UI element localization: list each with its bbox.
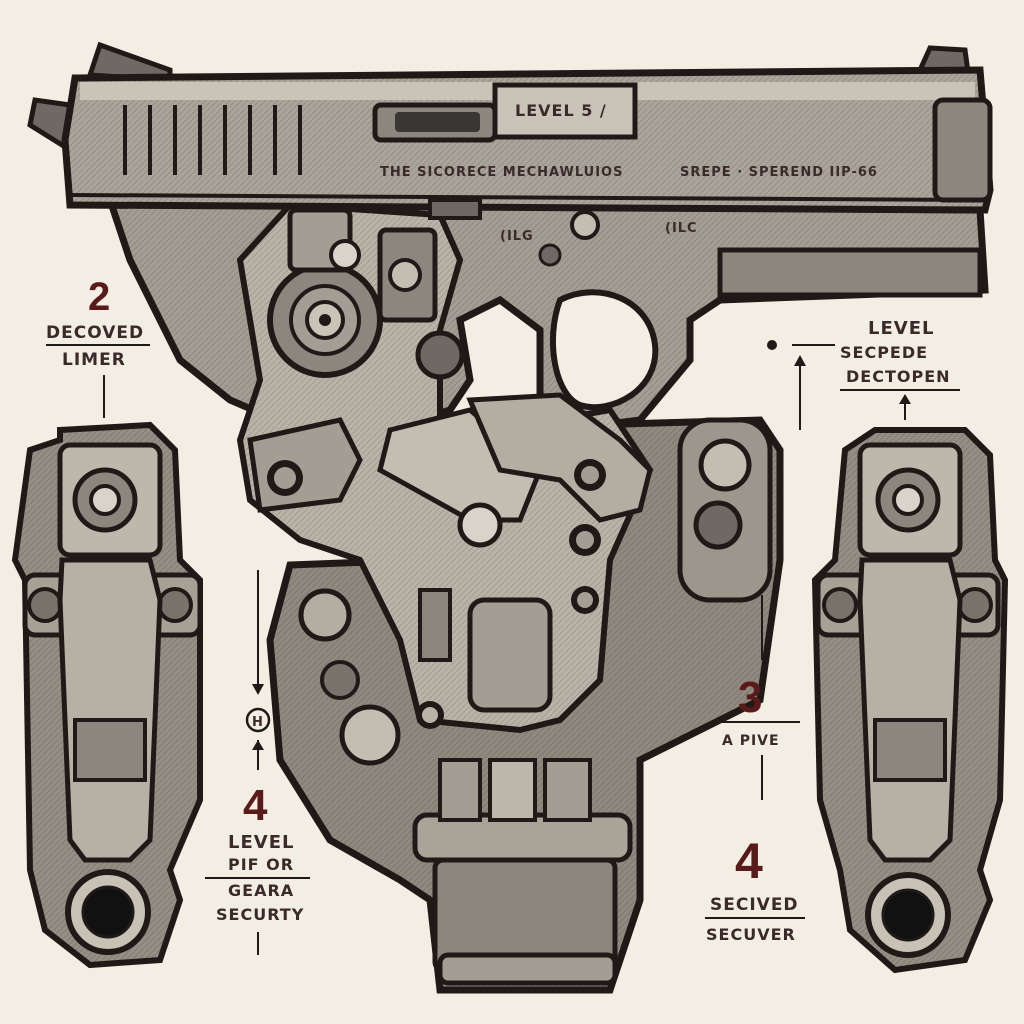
holster-screw-mid-icon <box>693 500 743 550</box>
callout-tr-line3: DECTOPEN <box>846 367 951 386</box>
spring-tube <box>467 597 553 713</box>
callout-4-left: 4 LEVEL PIF OR GEARA SECURTY <box>205 781 310 955</box>
callout-4-left-line4: SECURTY <box>216 905 304 924</box>
callout-tr-line1: LEVEL <box>868 318 934 339</box>
callout-3: 3 A PIVE <box>718 595 800 800</box>
holster-screw-low-icon <box>339 704 401 766</box>
callout-2-line2: LIMER <box>62 350 126 370</box>
slide-engraving-right: SREPE · SPEREND IIP-66 <box>680 165 878 180</box>
callout-2: 2 DECOVED LIMER <box>46 275 150 418</box>
pistol-slide: LEVEL 5 / THE SICORECE MECHAWLUIOS SREPE… <box>27 41 994 220</box>
callout-2-number: 2 <box>88 275 110 319</box>
pivot-pin-icon <box>415 330 465 380</box>
trigger-guard-opening <box>549 289 659 411</box>
slide-serrations <box>123 105 302 175</box>
callout-4-left-line1: LEVEL <box>228 832 294 853</box>
callout-4-right: 4 SECIVED SECUVER <box>705 833 805 944</box>
callout-level-top-right: LEVEL SECPEDE DECTOPEN <box>767 318 960 430</box>
frame-mark-a: (ILG <box>500 229 534 244</box>
level-badge-plate <box>492 82 638 140</box>
callout-tr-line2: SECPEDE <box>840 343 928 362</box>
holster-screw-top-icon <box>698 438 752 492</box>
callout-4-left-number: 4 <box>243 781 268 830</box>
callout-4-right-line2: SECUVER <box>706 925 796 944</box>
frame-pin-icon <box>570 210 600 240</box>
callout-2-line1: DECOVED <box>46 323 144 343</box>
callout-4-right-line1: SECIVED <box>710 895 799 915</box>
h-marker-glyph: H <box>252 715 264 730</box>
slide-engraving-left: THE SICORECE MECHAWLUIOS <box>380 165 623 180</box>
callout-3-line1: A PIVE <box>722 733 780 749</box>
callout-4-left-line3: GEARA <box>228 881 294 900</box>
internal-mechanism <box>236 201 654 734</box>
frame-mark-b: (ILC <box>665 221 698 236</box>
callout-4-right-number: 4 <box>735 833 763 889</box>
callout-3-number: 3 <box>738 673 762 722</box>
h-marker-icon <box>245 707 271 733</box>
left-holster-clip <box>11 421 203 969</box>
callout-4-left-line2: PIF OR <box>228 855 294 874</box>
level-badge: LEVEL 5 / <box>515 101 607 120</box>
callout-h-marker: H <box>245 570 271 770</box>
right-holster-clip <box>811 427 1009 974</box>
